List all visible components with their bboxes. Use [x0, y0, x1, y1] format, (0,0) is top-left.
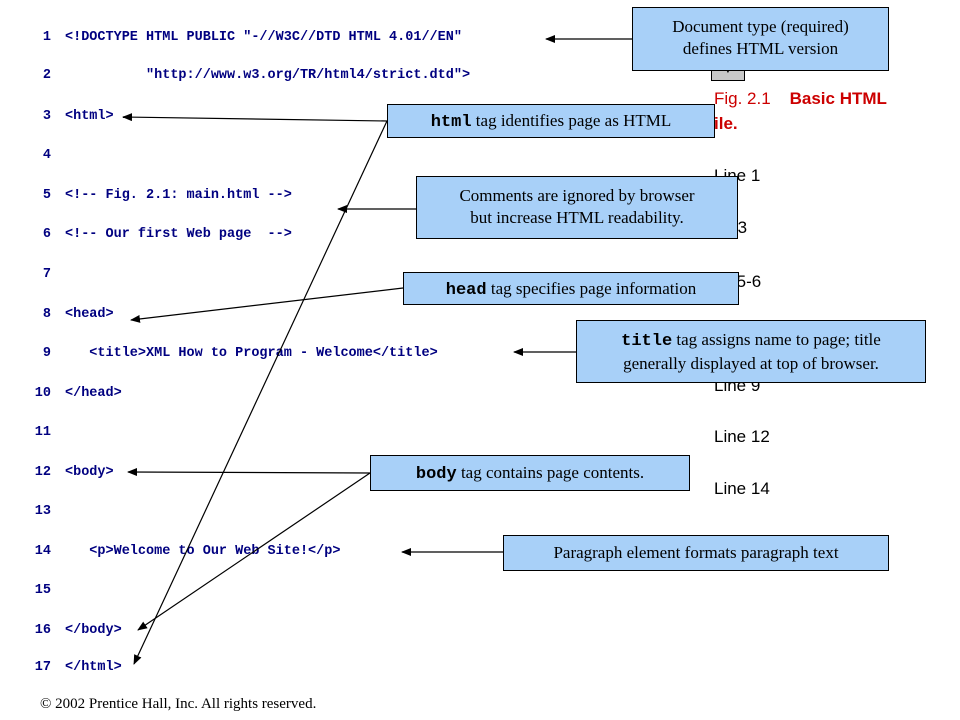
code-line-13: 13 — [0, 502, 65, 522]
callout-comments: Comments are ignored by browser but incr… — [416, 176, 738, 239]
callout-text: tag contains page contents. — [456, 463, 645, 482]
callout-text: defines HTML version — [682, 39, 839, 58]
code-line-16: 16 </body> — [0, 621, 122, 641]
callout-paragraph: Paragraph element formats paragraph text — [503, 535, 889, 571]
arrow-html-close — [133, 120, 388, 665]
code-line-1: 1 <!DOCTYPE HTML PUBLIC "-//W3C//DTD HTML… — [0, 28, 462, 48]
arrow-body-close — [137, 472, 371, 631]
callout-code: body — [415, 465, 457, 484]
line-number: 13 — [34, 504, 51, 519]
line-number: 9 — [42, 346, 51, 361]
code-text: <!DOCTYPE HTML PUBLIC "-//W3C//DTD HTML … — [65, 30, 462, 45]
code-text: <!-- Our first Web page --> — [65, 227, 292, 242]
callout-code: head — [445, 281, 487, 300]
line-number: 2 — [42, 68, 51, 83]
code-line-11: 11 — [0, 423, 65, 443]
callout-body-tag: body tag contains page contents. — [370, 455, 690, 491]
code-line-5: 5 <!-- Fig. 2.1: main.html --> — [0, 186, 292, 206]
code-line-14: 14 <p>Welcome to Our Web Site!</p> — [0, 542, 341, 562]
line-number: 12 — [34, 465, 51, 480]
code-text: <p> — [65, 544, 114, 559]
line-number: 3 — [42, 109, 51, 124]
callout-text: Document type (required) — [672, 17, 849, 36]
outline-item-line-12: Line 12 — [714, 427, 770, 446]
code-line-17: 17 </html> — [0, 658, 122, 678]
code-line-12: 12 <body> — [0, 463, 114, 483]
callout-text: tag assigns name to page; title — [672, 330, 881, 349]
line-number: 5 — [42, 188, 51, 203]
code-text: </p> — [308, 544, 341, 559]
code-line-4: 4 — [0, 146, 65, 166]
line-number: 17 — [34, 660, 51, 675]
code-line-9: 9 <title>XML How to Program - Welcome</t… — [0, 344, 438, 364]
code-line-2: 2 "http://www.w3.org/TR/html4/strict.dtd… — [0, 66, 470, 86]
figure-title-continued: ile. — [714, 114, 738, 133]
figure-caption: Fig. 2.1 Basic HTML — [714, 89, 887, 109]
code-line-3: 3 <html> — [0, 107, 114, 127]
line-number: 8 — [42, 307, 51, 322]
line-number: 1 — [42, 30, 51, 45]
callout-text: tag specifies page information — [486, 279, 697, 298]
line-number: 16 — [34, 623, 51, 638]
arrow-head — [130, 287, 404, 323]
line-number: 10 — [34, 386, 51, 401]
code-text: Welcome to Our Web Site! — [113, 544, 309, 559]
line-number: 15 — [34, 583, 51, 598]
callout-code: title — [621, 332, 673, 351]
copyright-footer: © 2002 Prentice Hall, Inc. All rights re… — [40, 696, 317, 712]
outline-item-line-14: Line 14 — [714, 479, 770, 498]
callout-html-tag: html tag identifies page as HTML — [387, 104, 715, 138]
code-text: <!-- Fig. 2.1: main.html --> — [65, 188, 292, 203]
arrow-body-open — [127, 468, 371, 477]
callout-title-tag: title tag assigns name to page; title ge… — [576, 320, 926, 383]
code-line-10: 10 </head> — [0, 384, 122, 404]
code-line-6: 6 <!-- Our first Web page --> — [0, 225, 292, 245]
code-text: <head> — [65, 307, 114, 322]
arrow-html-open — [122, 113, 388, 122]
line-number: 4 — [42, 148, 51, 163]
code-text: </body> — [65, 623, 122, 638]
code-text: <body> — [65, 465, 114, 480]
figure-title: Basic HTML — [789, 89, 887, 108]
code-text: <title> — [65, 346, 147, 361]
line-number: 6 — [42, 227, 51, 242]
code-text: </head> — [65, 386, 122, 401]
line-number: 7 — [42, 267, 51, 282]
code-line-8: 8 <head> — [0, 305, 114, 325]
line-number: 14 — [34, 544, 51, 559]
code-line-15: 15 — [0, 581, 65, 601]
callout-doctype: Document type (required) defines HTML ve… — [632, 7, 889, 71]
callout-code: html — [430, 113, 472, 132]
callout-head-tag: head tag specifies page information — [403, 272, 739, 305]
code-text: </title> — [372, 346, 438, 361]
code-line-7: 7 — [0, 265, 65, 285]
callout-text: Comments are ignored by browser — [459, 186, 695, 205]
outline-sidebar: Fig. 2.1 Basic HTML ile. Line 1 ne 3 es … — [714, 0, 960, 520]
code-text: "http://www.w3.org/TR/html4/strict.dtd"> — [65, 68, 471, 83]
code-text: XML How to Program - Welcome — [146, 346, 373, 361]
callout-text: generally displayed at top of browser. — [623, 354, 879, 373]
code-text: <html> — [65, 109, 114, 124]
callout-text: tag identifies page as HTML — [471, 111, 672, 130]
line-number: 11 — [34, 425, 51, 440]
callout-text: but increase HTML readability. — [470, 208, 684, 227]
figure-label: Fig. 2.1 — [714, 89, 771, 108]
code-text: </html> — [65, 660, 122, 675]
